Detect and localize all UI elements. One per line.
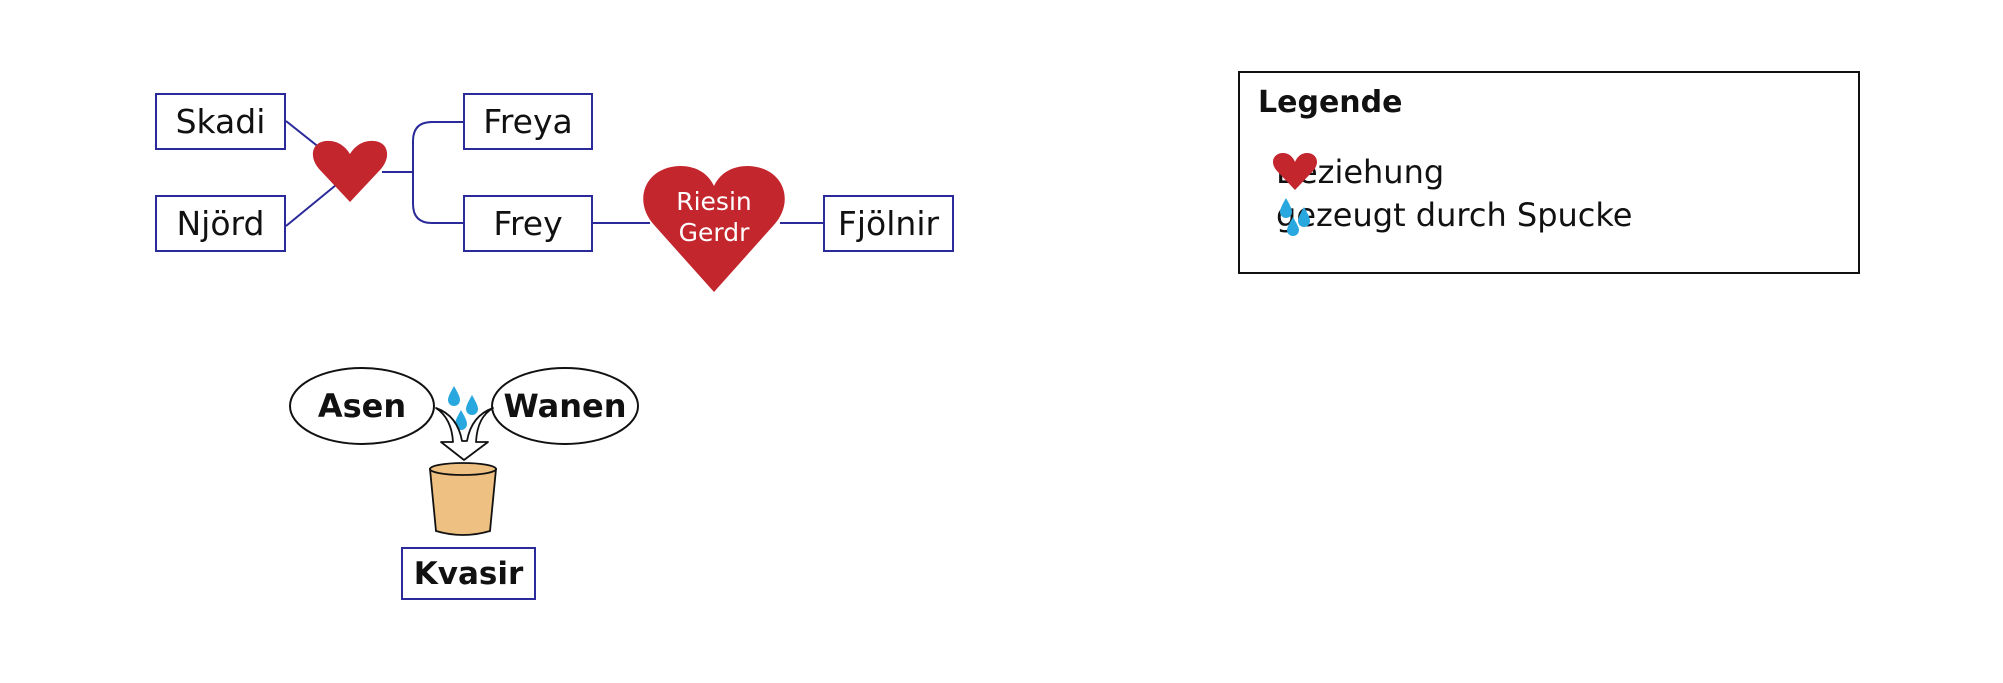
- asen-label: Asen: [317, 387, 407, 425]
- drop-2: [466, 395, 478, 415]
- gerdr-heart-icon: [643, 166, 785, 292]
- legend-title: Legende: [1258, 85, 1403, 120]
- wanen-label: Wanen: [503, 387, 627, 425]
- kvasir-label: Kvasir: [413, 555, 524, 592]
- freya-box: Freya: [463, 93, 593, 150]
- njord-label: Njörd: [176, 204, 265, 243]
- gerdr-label-line1: Riesin: [676, 187, 752, 216]
- legend-item-spit: gezeugt durch Spucke: [1270, 193, 1632, 237]
- cup-body: [429, 468, 497, 536]
- njord-box: Njörd: [155, 195, 286, 252]
- frey-label: Frey: [493, 204, 563, 243]
- kvasir-box: Kvasir: [401, 547, 536, 600]
- freya-label: Freya: [483, 102, 573, 141]
- cup-rim: [429, 462, 497, 476]
- legend-box: Legende Beziehung gezeugt durch Spucke: [1238, 71, 1860, 274]
- njord-connector: [285, 184, 337, 227]
- legend-item-relationship: Beziehung: [1270, 150, 1444, 194]
- skadi-box: Skadi: [155, 93, 286, 150]
- wanen-ellipse: [491, 367, 639, 445]
- drop-1: [448, 386, 460, 406]
- spit-drops-icon: [1280, 198, 1310, 236]
- fjolnir-box: Fjölnir: [823, 195, 954, 252]
- heart-icon: [1272, 153, 1318, 190]
- drop-3: [455, 410, 467, 430]
- branch-connector: [412, 121, 463, 224]
- spit-drops-icon: [448, 386, 478, 430]
- legend-item-label: gezeugt durch Spucke: [1276, 196, 1633, 234]
- cup-icon: [429, 462, 497, 536]
- gerdr-heart-label: Riesin Gerdr: [654, 186, 774, 248]
- asen-ellipse: [289, 367, 435, 445]
- gerdr-label-line2: Gerdr: [678, 218, 750, 247]
- converging-arrow: [435, 407, 494, 461]
- skadi-label: Skadi: [175, 102, 266, 141]
- frey-box: Frey: [463, 195, 593, 252]
- fjolnir-label: Fjölnir: [837, 204, 940, 243]
- relationship-heart-icon: [312, 140, 388, 202]
